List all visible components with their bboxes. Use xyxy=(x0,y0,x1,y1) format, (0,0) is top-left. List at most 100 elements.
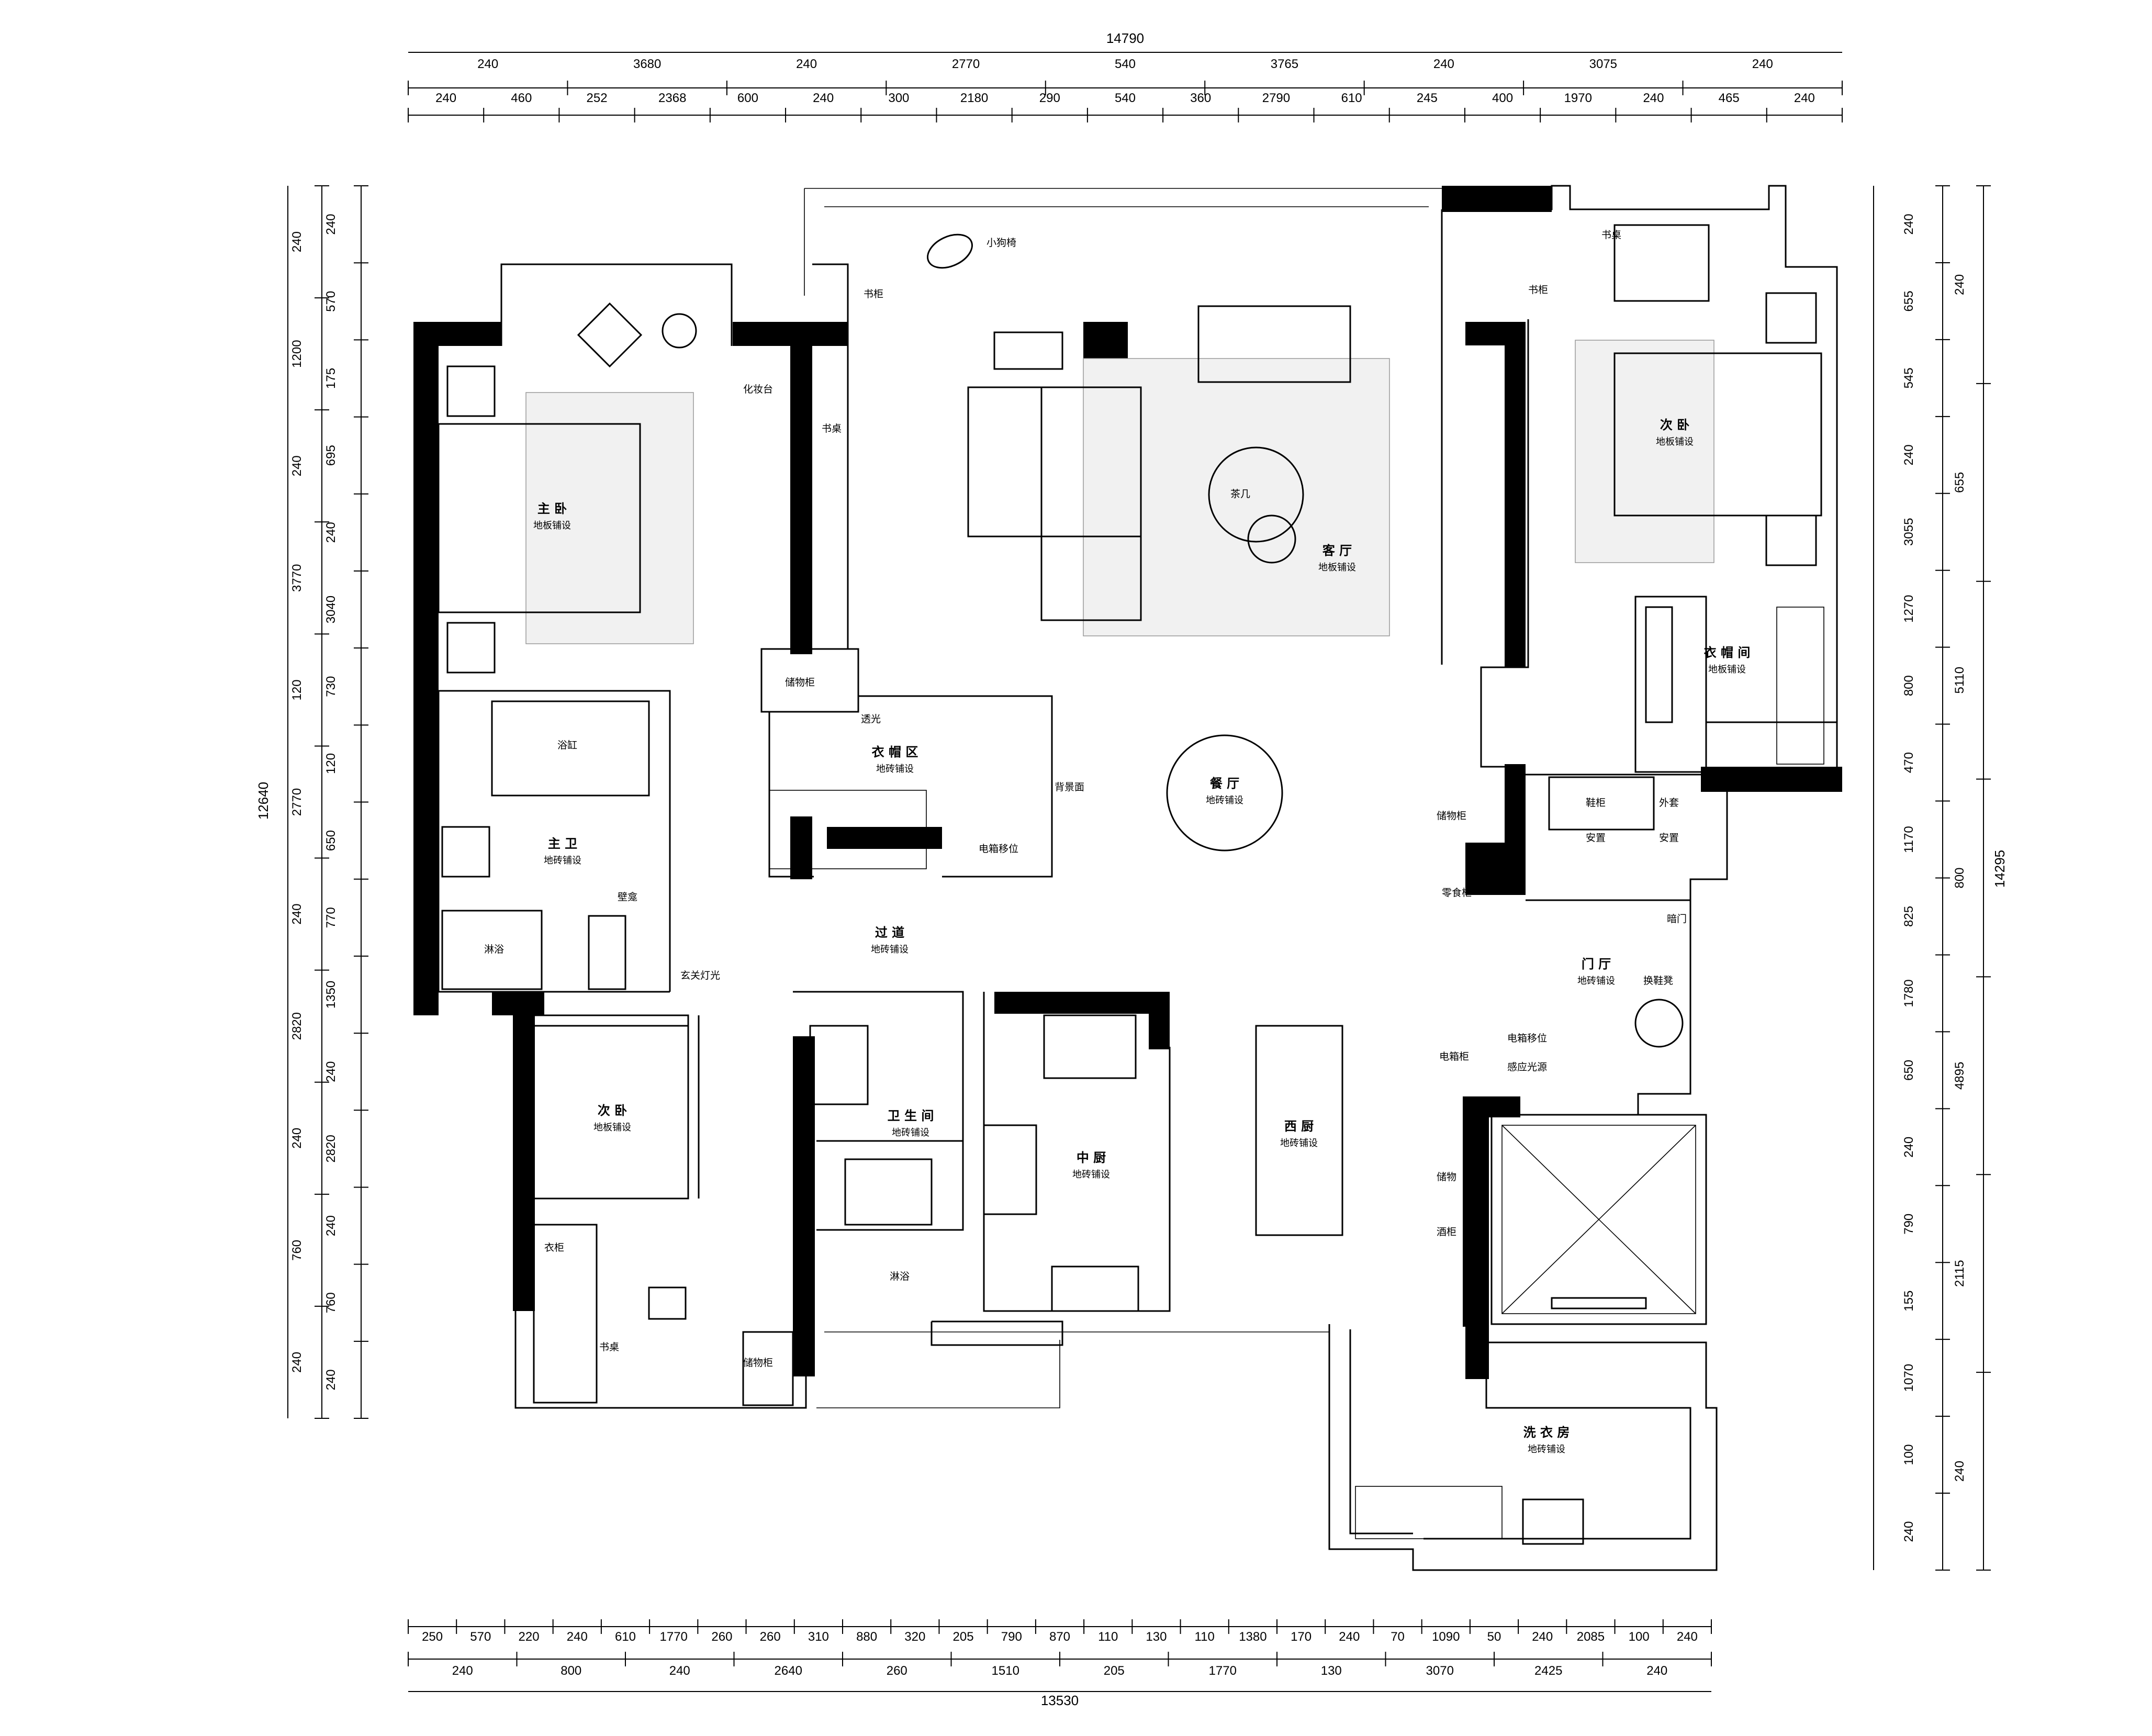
dim-label: 240 xyxy=(435,91,456,105)
dim-label: 655 xyxy=(1902,290,1916,311)
floor-master-bath: 地砖铺设 xyxy=(544,855,581,866)
dim-label: 2790 xyxy=(1262,91,1290,105)
dim-label: 240 xyxy=(324,522,338,543)
dim-label: 465 xyxy=(1719,91,1740,105)
floor-foyer: 地砖铺设 xyxy=(1577,976,1615,987)
label-niche: 壁龛 xyxy=(618,891,637,903)
dim-label: 205 xyxy=(1104,1664,1125,1678)
label-wardrobe: 衣柜 xyxy=(864,828,883,840)
dim-label: 250 xyxy=(422,1630,443,1644)
dim-label: 240 xyxy=(1646,1664,1667,1678)
fixture-labels: 小狗椅 书柜 书柜 书桌 书桌 书桌 化妆台 茶几 储物柜 储物柜 储物柜 储物… xyxy=(484,229,1687,1369)
dim-label: 2425 xyxy=(1534,1664,1562,1678)
floor-living: 地板铺设 xyxy=(1318,562,1356,573)
dim-label: 2180 xyxy=(960,91,988,105)
dim-label: 1170 xyxy=(1902,826,1916,853)
dim-label: 240 xyxy=(1953,274,1967,295)
dim-label: 240 xyxy=(796,57,817,71)
dim-label: 50 xyxy=(1487,1630,1501,1644)
floor-chinese-kitchen: 地砖铺设 xyxy=(1072,1169,1110,1180)
dim-label: 1350 xyxy=(324,981,338,1009)
dim-label: 100 xyxy=(1902,1444,1916,1465)
dim-label: 3075 xyxy=(1589,57,1617,71)
label-meter-cabinet: 电箱柜 xyxy=(1439,1051,1469,1062)
dim-label: 1510 xyxy=(992,1664,1019,1678)
dim-label: 1090 xyxy=(1432,1630,1460,1644)
label-shower-bath: 淋浴 xyxy=(890,1271,910,1282)
top-total-dim: 14790 xyxy=(1106,30,1144,46)
label-bathtub: 浴缸 xyxy=(557,740,577,751)
dim-label: 240 xyxy=(1433,57,1454,71)
dim-label: 240 xyxy=(1643,91,1664,105)
bottom-total-dim: 13530 xyxy=(1041,1693,1079,1708)
dim-label: 760 xyxy=(324,1292,338,1313)
label-desk-right: 书桌 xyxy=(1601,229,1621,241)
dim-label: 240 xyxy=(324,1369,338,1390)
dim-label: 240 xyxy=(1339,1630,1360,1644)
dim-label: 260 xyxy=(887,1664,907,1678)
label-dog-chair: 小狗椅 xyxy=(987,237,1016,249)
dim-label: 3765 xyxy=(1271,57,1298,71)
label-install-b: 安置 xyxy=(1659,832,1679,844)
right-total-dim: 14295 xyxy=(1992,850,2008,888)
label-storage-foyer: 储物柜 xyxy=(1437,810,1466,822)
label-vanity: 化妆台 xyxy=(743,384,773,395)
dim-label: 800 xyxy=(561,1664,581,1678)
dim-label: 570 xyxy=(324,291,338,312)
room-name-bathroom: 卫 生 间 xyxy=(888,1108,934,1123)
label-bookcase-right: 书柜 xyxy=(1528,284,1548,296)
label-bookcase: 书柜 xyxy=(864,288,883,300)
dim-label: 610 xyxy=(1341,91,1362,105)
dim-label: 310 xyxy=(808,1630,829,1644)
dim-label: 600 xyxy=(737,91,758,105)
dim-label: 800 xyxy=(1953,867,1967,888)
label-shoe-cabinet: 鞋柜 xyxy=(1586,797,1606,809)
dim-label: 610 xyxy=(615,1630,636,1644)
room-name-corridor: 过 道 xyxy=(875,925,904,940)
label-desk-lower: 书桌 xyxy=(599,1341,619,1353)
label-wine-cabinet: 酒柜 xyxy=(1437,1226,1456,1238)
label-desk: 书桌 xyxy=(822,423,842,434)
dim-label: 130 xyxy=(1321,1664,1342,1678)
dim-label: 240 xyxy=(1953,1461,1967,1482)
floor-corridor: 地砖铺设 xyxy=(871,944,909,955)
top-dimension-chain: 14790 xyxy=(408,30,1842,116)
label-entry-light: 玄关灯光 xyxy=(680,970,720,981)
floor-master-bedroom: 地板铺设 xyxy=(533,520,571,531)
dim-label: 110 xyxy=(1195,1630,1215,1644)
dim-label: 240 xyxy=(324,214,338,235)
dim-label: 2820 xyxy=(290,1012,304,1040)
left-total-dim: 12640 xyxy=(255,782,271,820)
dim-label: 3040 xyxy=(324,596,338,623)
label-hidden-door: 暗门 xyxy=(1667,913,1687,925)
dim-label: 2770 xyxy=(952,57,980,71)
room-name-dining: 餐 厅 xyxy=(1210,776,1239,791)
label-storage: 储物柜 xyxy=(785,677,815,688)
room-name-master-bath: 主 卫 xyxy=(548,836,577,851)
room-name-dressing-room: 衣 帽 间 xyxy=(1704,645,1751,660)
floor-dining: 地砖铺设 xyxy=(1206,795,1243,806)
dim-label: 790 xyxy=(1902,1214,1916,1235)
dim-label: 240 xyxy=(290,1352,304,1373)
dim-label: 1270 xyxy=(1902,595,1916,622)
label-background-wall: 背景面 xyxy=(1055,781,1084,793)
label-coffee-table: 茶几 xyxy=(1230,488,1250,500)
dim-label: 290 xyxy=(1039,91,1060,105)
dim-label: 245 xyxy=(1417,91,1438,105)
dim-label: 2368 xyxy=(658,91,686,105)
label-snack-cabinet: 零食柜 xyxy=(1442,887,1472,899)
dim-label: 240 xyxy=(324,1215,338,1236)
floor-second-bedroom-left: 地板铺设 xyxy=(593,1122,631,1133)
dim-label: 240 xyxy=(1677,1630,1698,1644)
dim-label: 2820 xyxy=(324,1135,338,1162)
label-shoe-bench: 换鞋凳 xyxy=(1643,975,1673,987)
room-name-laundry: 洗 衣 房 xyxy=(1523,1425,1570,1440)
dim-label: 175 xyxy=(324,368,338,389)
dim-label: 770 xyxy=(324,907,338,928)
dim-label: 320 xyxy=(904,1630,925,1644)
dim-label: 1770 xyxy=(660,1630,688,1644)
dim-label: 240 xyxy=(290,231,304,252)
dim-label: 650 xyxy=(324,830,338,851)
